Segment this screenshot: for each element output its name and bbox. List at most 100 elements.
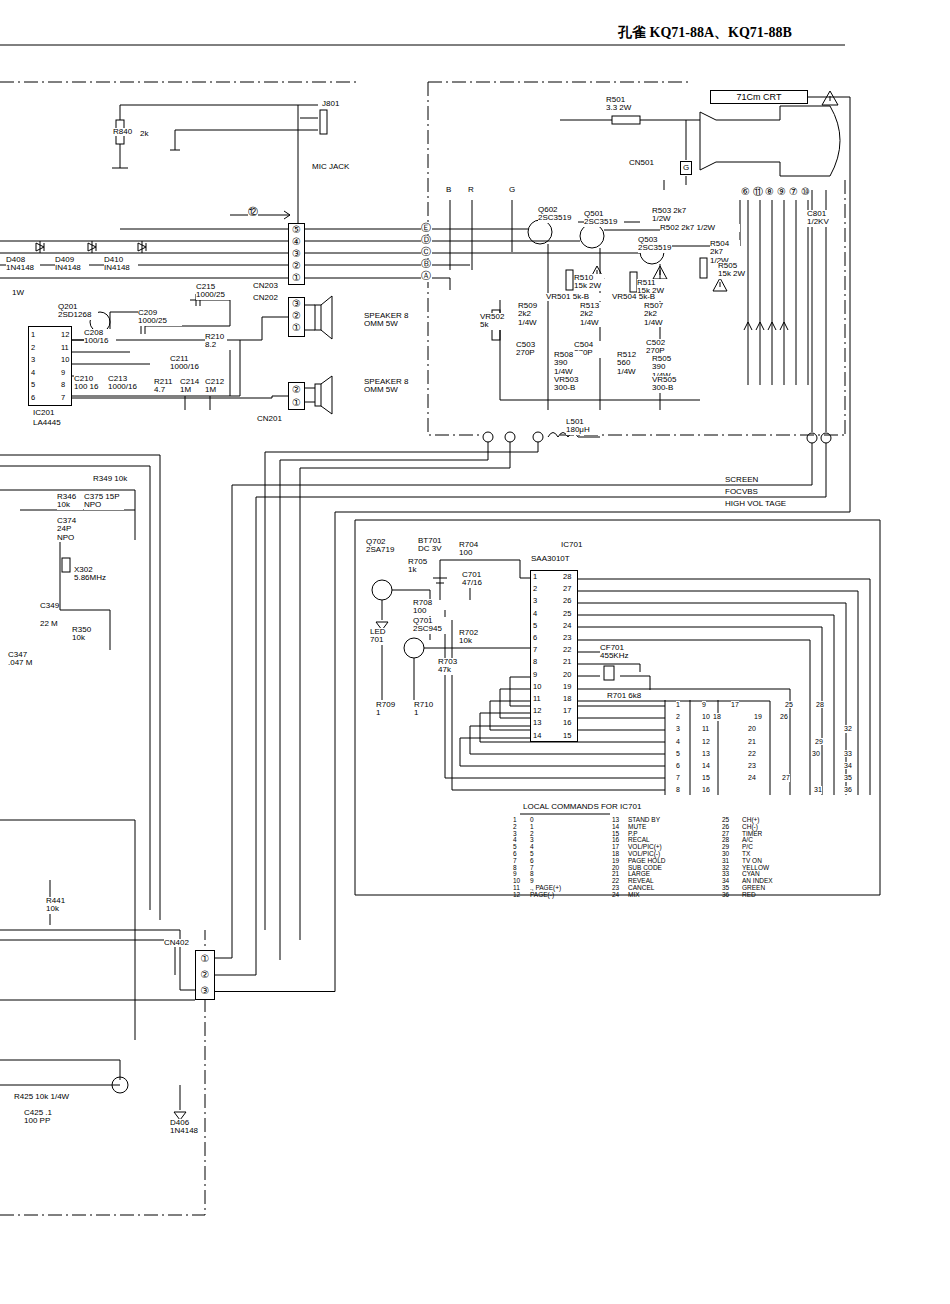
part-label: ⑪: [753, 187, 763, 198]
part-label: 29: [722, 844, 729, 851]
part-label: 9: [530, 878, 534, 885]
component-label: IC701: [561, 541, 582, 549]
part-label: REVEAL: [628, 878, 654, 885]
speaker-symbol: [315, 384, 321, 406]
board-border: [0, 82, 360, 83]
part-label: 31: [814, 786, 822, 793]
resistor-symbol: [566, 270, 573, 290]
part-label: 22: [612, 878, 619, 885]
part-label: SCREEN: [725, 476, 758, 484]
pin-number: ②: [289, 383, 304, 396]
part-label: 7: [513, 858, 517, 865]
part-label: R702 10k: [459, 629, 485, 646]
part-label: D408 1N4148: [6, 256, 40, 273]
part-label: R704 100: [459, 541, 485, 558]
transistor-symbol: [528, 220, 552, 244]
part-label: L501 180μH: [566, 418, 598, 435]
connector-pin: [483, 432, 493, 442]
part-label: 6: [533, 634, 537, 642]
part-label: J801: [322, 100, 339, 108]
part-label: 11: [513, 885, 520, 892]
part-label: 8: [61, 381, 65, 389]
crt-symbol: [700, 106, 840, 176]
part-label: C213 1000/16: [108, 375, 142, 392]
pin-number: G: [681, 162, 691, 174]
part-label: 30: [812, 750, 820, 757]
part-label: 6: [676, 762, 680, 769]
part-label: 22 M: [40, 620, 58, 628]
part-label: 2: [513, 824, 517, 831]
wire: [305, 229, 421, 278]
pin-number: 71Cm CRT: [711, 91, 807, 103]
part-label: C375 15P NPO: [84, 493, 124, 510]
part-label: 20: [563, 671, 571, 679]
pin-number: ⑤: [289, 224, 304, 236]
part-label: 15: [702, 774, 710, 781]
component-box: IC701SAA3010T: [530, 570, 578, 742]
part-label: RED: [742, 892, 756, 899]
component-label: SAA3010T: [531, 555, 570, 563]
part-label: 10: [533, 683, 541, 691]
part-label: ⑩: [801, 187, 810, 198]
part-label: VOL/PIC(+): [628, 844, 662, 851]
component-box: CN402①②③: [195, 950, 215, 1000]
part-label: PAGE HOLD: [628, 858, 665, 865]
part-label: CH(+): [742, 817, 760, 824]
wire: [560, 120, 700, 160]
part-label: 36: [722, 892, 729, 899]
part-label: 15: [563, 732, 571, 740]
connector-pin: [533, 432, 543, 442]
part-label: R701 6k8: [607, 692, 641, 700]
part-label: 20: [612, 865, 619, 872]
part-label: 8: [676, 786, 680, 793]
part-label: VR502 5k: [480, 313, 502, 330]
wire: [0, 880, 195, 1121]
wire: [305, 305, 315, 402]
part-label: 13: [612, 817, 619, 824]
part-label: 32: [844, 725, 852, 732]
wire: [665, 700, 718, 795]
part-label: TX: [742, 851, 750, 858]
connector-pin: [821, 433, 831, 443]
wire: [215, 97, 850, 992]
component-box: CN201②①: [288, 382, 305, 410]
part-label: FOCVBS: [725, 488, 758, 496]
pin-number: ①: [289, 322, 304, 334]
part-label: P/C: [742, 844, 753, 851]
part-label: 10: [61, 356, 69, 364]
part-label: 1: [530, 824, 534, 831]
part-label: MIX: [628, 892, 640, 899]
part-label: 26: [722, 824, 729, 831]
part-label: 9: [513, 871, 517, 878]
part-label: 7: [533, 646, 537, 654]
part-label: 30: [722, 851, 729, 858]
part-label: ⑧: [765, 187, 774, 198]
transistor-symbol: [580, 224, 604, 248]
part-label: VR505 300-B: [652, 376, 682, 393]
part-label: D409 IN4148: [55, 256, 89, 273]
diode-symbol: [36, 241, 146, 253]
wire: [744, 200, 808, 385]
part-label: 13: [533, 719, 541, 727]
component-label: CN201: [257, 415, 282, 423]
part-label: ⑫: [248, 207, 258, 218]
part-label: Ⓓ: [421, 235, 431, 246]
wire: [450, 200, 512, 270]
part-label: 4: [530, 844, 534, 851]
part-label: C210 100 16: [74, 375, 104, 392]
part-label: 27: [722, 831, 729, 838]
part-label: ., PAGE(+): [530, 885, 561, 892]
part-label: R509 2k2 1/4W: [518, 302, 546, 327]
underline: [520, 814, 610, 815]
part-label: C374 24P NPO: [57, 517, 85, 542]
part-label: MUTE: [628, 824, 646, 831]
part-label: 29: [815, 738, 823, 745]
part-label: Q501 2SC3519: [584, 210, 624, 227]
part-label: 5: [31, 381, 35, 389]
board-border: [428, 82, 845, 435]
part-label: 4: [676, 738, 680, 745]
part-label: 8: [533, 658, 537, 666]
resonator-symbol: [604, 666, 614, 680]
part-label: 6: [31, 394, 35, 402]
wire: [0, 229, 288, 278]
